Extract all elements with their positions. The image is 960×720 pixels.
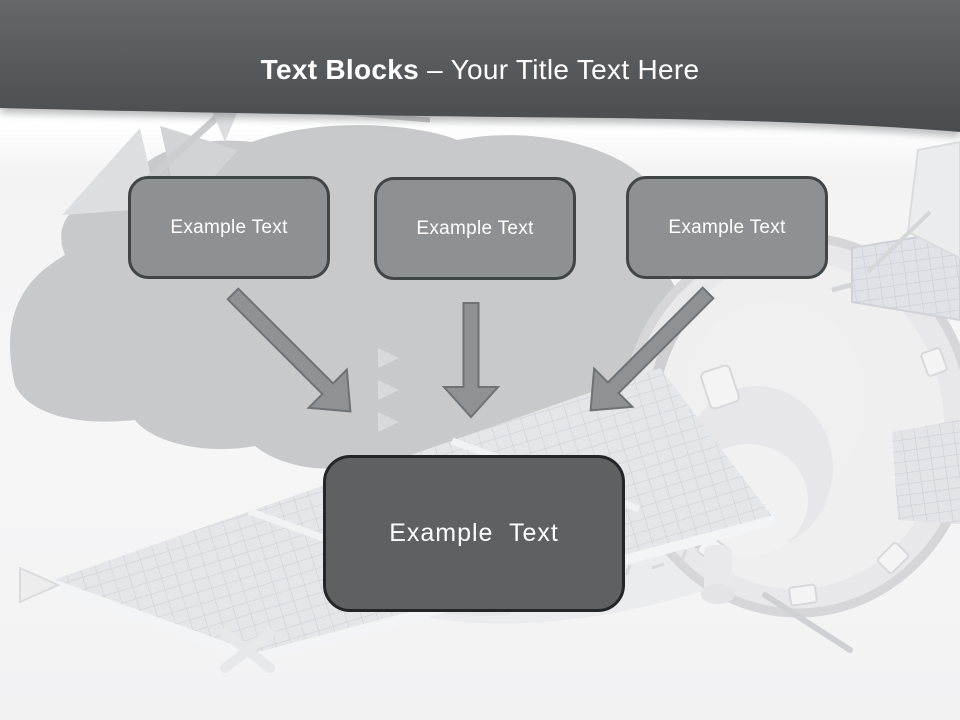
text-block-2[interactable]: Example Text	[374, 177, 576, 280]
slide-title[interactable]: Text Blocks – Your Title Text Here	[0, 54, 960, 86]
slide-title-rest: – Your Title Text Here	[427, 54, 700, 85]
summary-text-block[interactable]: Example Text	[323, 455, 625, 612]
summary-text-block-label: Example Text	[389, 519, 559, 547]
text-block-2-label: Example Text	[416, 217, 534, 239]
text-block-1[interactable]: Example Text	[128, 176, 330, 279]
title-banner	[0, 0, 960, 132]
text-block-3[interactable]: Example Text	[626, 176, 828, 279]
slide-title-bold: Text Blocks	[260, 54, 420, 85]
text-block-3-label: Example Text	[668, 216, 786, 238]
text-block-1-label: Example Text	[170, 216, 288, 238]
